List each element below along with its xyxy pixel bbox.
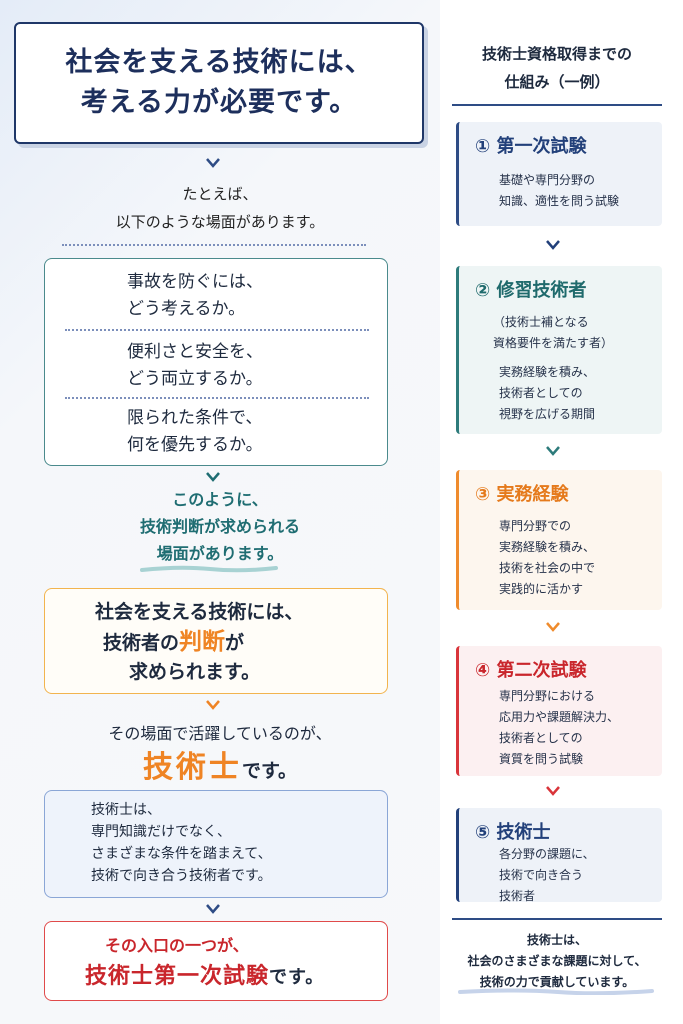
process-footer: 技術士は、 社会のさまざまな課題に対して、 技術の力で貢献しています。 <box>448 930 666 993</box>
judgment-box: 社会を支える技術には、 技術者の判断が 求められます。 <box>44 588 388 694</box>
headline-line-2: 考える力が必要です。 <box>80 87 358 118</box>
scenario-item: 便利さと安全を、 どう両立するか。 <box>127 339 377 393</box>
transition-line-3: 場面があります。 <box>156 544 284 563</box>
divider-line <box>452 104 662 106</box>
scenarios-box: 事故を防ぐには、 どう考えるか。 便利さと安全を、 どう両立するか。 限られた条… <box>44 258 388 466</box>
process-title-line: 仕組み（一例） <box>504 73 610 91</box>
chevron-down-icon <box>206 158 220 172</box>
judgment-text: が <box>225 632 245 654</box>
scenario-line: どう両立するか。 <box>127 369 263 389</box>
scenario-line: どう考えるか。 <box>127 299 246 319</box>
step-body: 各分野の課題に、 技術で向き合う 技術者 <box>499 847 595 903</box>
transition-line-1: このように、 <box>172 490 268 509</box>
first-exam-line-1: その入口の一つが、 <box>105 936 249 955</box>
step-professional-engineer: ⑤ 技術士 各分野の課題に、 技術で向き合う 技術者 <box>456 808 662 903</box>
judgment-emphasis: 判断 <box>179 629 226 655</box>
transition-text: このように、 技術判断が求められる 場面があります。 <box>60 486 380 567</box>
transition-line-2: 技術判断が求められる <box>139 517 300 536</box>
intro-line-1: たとえば、 <box>182 185 258 203</box>
step-body: 実務経験を積み、 技術者としての 視野を広げる期間 <box>499 365 596 421</box>
description-line: 専門知識だけでなく、 <box>91 824 231 840</box>
description-line: 技術で向き合う技術者です。 <box>91 868 272 884</box>
first-exam-emphasis: 技術士第一次試験 <box>85 964 270 989</box>
underline-brush <box>140 565 278 573</box>
judgment-line-1: 社会を支える技術には、 <box>95 601 304 623</box>
step-first-exam: ① 第一次試験 基礎や専門分野の 知識、適性を問う試験 <box>456 122 662 226</box>
step-title: ③ 実務経験 <box>475 484 569 505</box>
step-body: 専門分野における 応用力や課題解決力、 技術者としての 資質を問う試験 <box>499 689 620 766</box>
step-body: 基礎や専門分野の 知識、適性を問う試験 <box>499 173 620 208</box>
chevron-down-icon <box>546 240 560 254</box>
step-title: ④ 第二次試験 <box>475 660 587 681</box>
underline-brush <box>458 988 654 995</box>
scenario-line: 便利さと安全を、 <box>127 342 263 362</box>
description-line: さまざまな条件を踏まえて、 <box>91 846 272 862</box>
gijutsushi-tail: です。 <box>241 760 298 782</box>
first-exam-line-2: 技術士第一次試験です。 <box>85 958 324 990</box>
scenario-item: 限られた条件で、 何を優先するか。 <box>127 405 377 459</box>
process-title: 技術士資格取得までの 仕組み（一例） <box>452 40 662 96</box>
scenario-line: 限られた条件で、 <box>127 408 263 428</box>
description-line: 技術士は、 <box>91 802 161 818</box>
chevron-down-icon <box>546 446 560 460</box>
judgment-text: 技術者の <box>103 632 180 654</box>
step-body: 専門分野での 実務経験を積み、 技術を社会の中で 実践的に活かす <box>499 519 596 596</box>
chevron-down-icon <box>206 472 220 486</box>
headline-line-1: 社会を支える技術には、 <box>65 47 373 78</box>
active-line: その場面で活躍しているのが、 <box>108 724 332 743</box>
dotted-divider <box>62 244 366 246</box>
dotted-divider <box>65 397 369 399</box>
chevron-down-icon <box>206 700 220 714</box>
chevron-down-icon <box>546 622 560 636</box>
footer-line: 技術士は、 <box>526 933 587 947</box>
intro-text: たとえば、 以下のような場面があります。 <box>40 180 400 236</box>
gijutsushi-description-box: 技術士は、 専門知識だけでなく、 さまざまな条件を踏まえて、 技術で向き合う技術… <box>44 790 388 898</box>
intro-line-2: 以下のような場面があります。 <box>115 213 325 231</box>
step-trainee-engineer: ② 修習技術者 （技術士補となる 資格要件を満たす者） 実務経験を積み、 技術者… <box>456 266 662 434</box>
step-practical-experience: ③ 実務経験 専門分野での 実務経験を積み、 技術を社会の中で 実践的に活かす <box>456 470 662 610</box>
dotted-divider <box>65 329 369 331</box>
step-body: （技術士補となる 資格要件を満たす者） <box>493 315 614 350</box>
judgment-line-2: 技術者の判断が <box>103 627 244 658</box>
headline-box: 社会を支える技術には、 考える力が必要です。 <box>14 22 424 144</box>
step-title: ① 第一次試験 <box>475 136 587 157</box>
gijutsushi-big: 技術士 <box>142 750 242 785</box>
scenario-item: 事故を防ぐには、 どう考えるか。 <box>127 269 377 323</box>
gijutsushi-line: 技術士です。 <box>40 742 400 786</box>
judgment-line-3: 求められます。 <box>129 661 261 683</box>
step-second-exam: ④ 第二次試験 専門分野における 応用力や課題解決力、 技術者としての 資質を問… <box>456 646 662 776</box>
chevron-down-icon <box>206 904 220 918</box>
first-exam-tail: です。 <box>269 967 325 988</box>
step-title: ② 修習技術者 <box>475 280 587 301</box>
first-exam-box: その入口の一つが、 技術士第一次試験です。 <box>44 921 388 1001</box>
footer-line: 社会のさまざまな課題に対して、 <box>467 954 647 968</box>
step-title: ⑤ 技術士 <box>475 822 551 843</box>
scenario-line: 事故を防ぐには、 <box>127 272 263 292</box>
chevron-down-icon <box>546 786 560 800</box>
process-title-line: 技術士資格取得までの <box>481 45 632 63</box>
scenario-line: 何を優先するか。 <box>127 435 263 455</box>
divider-line <box>452 918 662 920</box>
footer-line: 技術の力で貢献しています。 <box>479 975 635 989</box>
